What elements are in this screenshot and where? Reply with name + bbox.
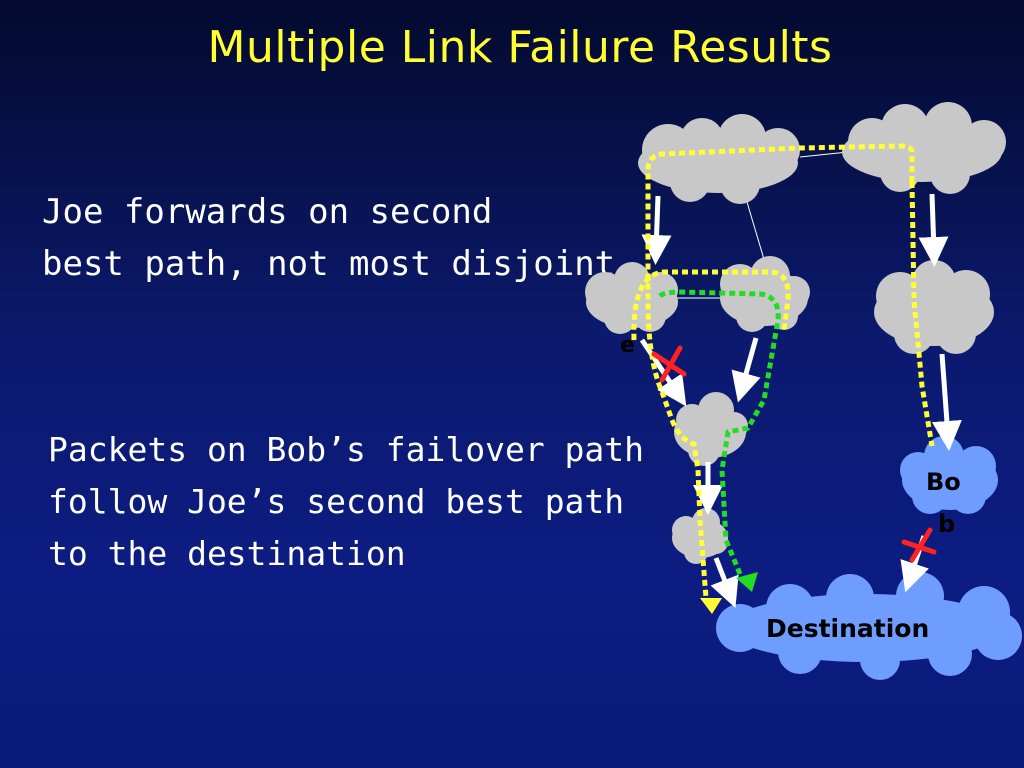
joe-label-fragment: e — [620, 333, 635, 358]
note-line: to the destination — [48, 534, 406, 573]
note-line: follow Joe’s second best path — [48, 482, 625, 521]
arrow-head-icon — [700, 598, 722, 614]
x-icon — [651, 345, 687, 383]
link-diagonal — [743, 191, 767, 267]
arrow-down-icon — [639, 338, 687, 407]
network-links — [672, 151, 849, 299]
cloud-top-left — [638, 114, 800, 204]
link-failure-marks — [651, 345, 937, 563]
note-line: Packets on Bob’s failover path — [48, 430, 645, 469]
bob-failover-path — [658, 289, 781, 592]
destination-cloud — [716, 572, 1022, 680]
router-clouds — [585, 102, 1006, 564]
arrow-head-icon — [736, 572, 758, 592]
note-line: best path, not most disjoint — [42, 244, 616, 284]
arrow-down-icon — [641, 195, 672, 265]
bob-label: b — [938, 510, 955, 538]
slide-title: Multiple Link Failure Results — [207, 22, 833, 73]
bob-label: Bo — [926, 468, 961, 496]
cloud-mid-right — [874, 260, 994, 354]
x-icon — [901, 527, 937, 563]
destination-label: Destination — [766, 614, 929, 643]
forwarding-arrows — [639, 193, 962, 608]
note-line: Joe forwards on second — [42, 192, 493, 232]
arrow-down-icon — [731, 337, 761, 403]
arrow-down-icon — [918, 193, 949, 267]
cloud-joe — [585, 262, 678, 334]
link-top — [799, 151, 849, 158]
joe-forwarding-note: Joe forwards on second best path, not mo… — [42, 186, 615, 290]
cloud-top-right — [842, 102, 1006, 194]
bob-failover-note: Packets on Bob’s failover path follow Jo… — [48, 424, 644, 580]
arrow-down-icon — [710, 557, 739, 608]
joe-second-best-path — [631, 143, 935, 614]
arrow-down-icon — [931, 353, 962, 451]
